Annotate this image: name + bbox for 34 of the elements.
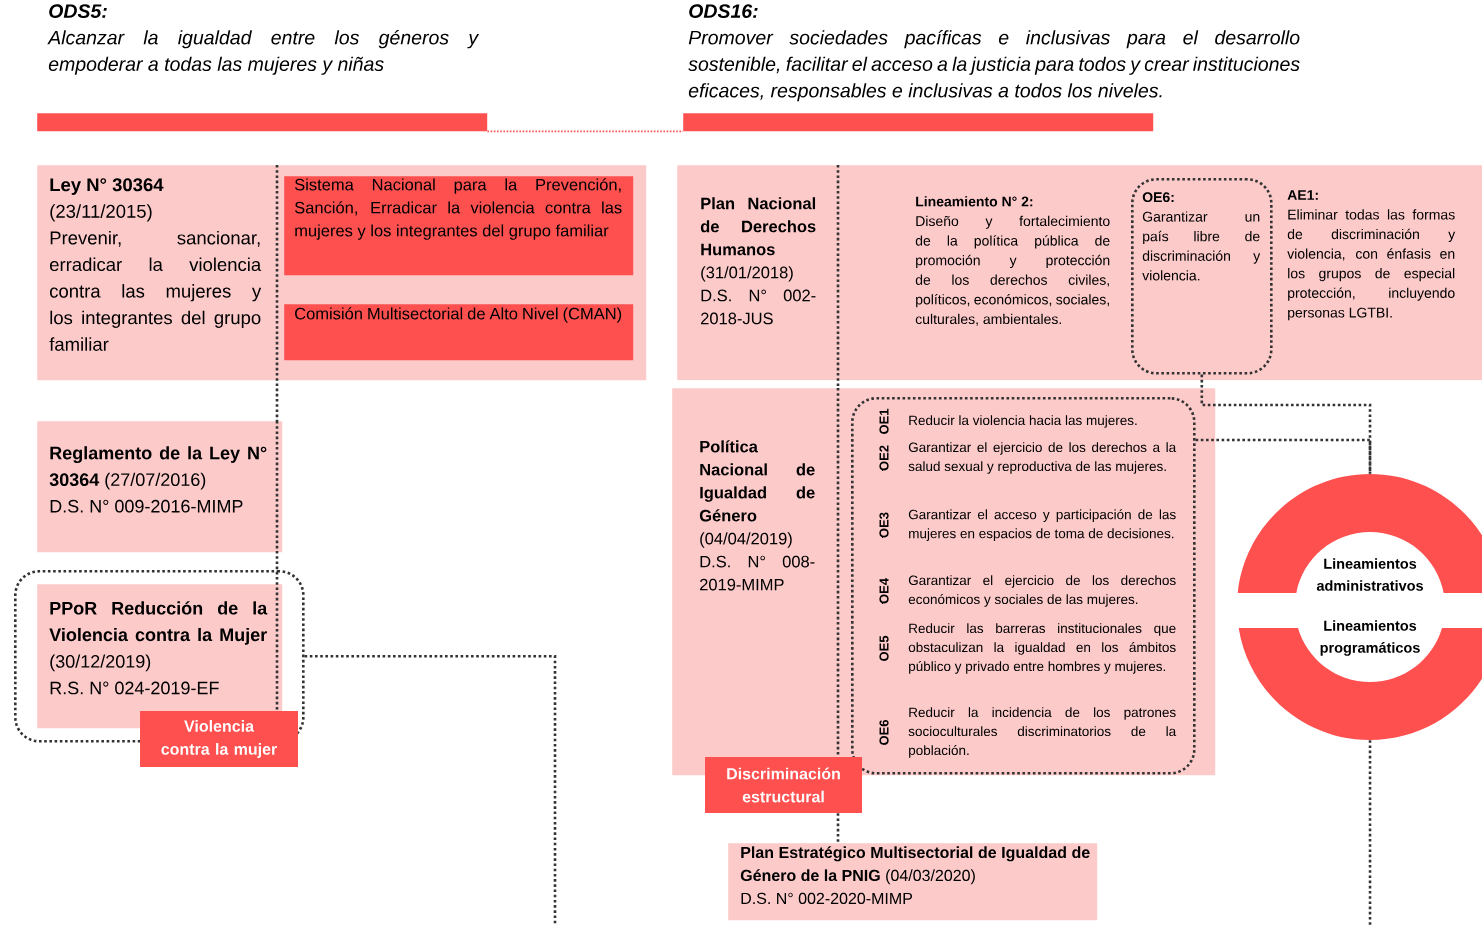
objective-frame: OE6: Garantizar un país libre de discriminación y violencia. xyxy=(1131,178,1273,375)
objective-text: Garantizar el acceso y participación de las mujeres en espacios de toma de decisiones. xyxy=(908,509,1176,541)
connector-line xyxy=(836,388,840,757)
document-box: Plan Estratégico Multisectorial de Igualdad de Género de la PNIG (04/03/2020) D.S. N° 002-2020-MIMP xyxy=(728,843,1098,921)
goal-text: ODS5: Alcanzar la igualdad entre los géneros y empoderar a todas las mujeres y niñas xyxy=(47,4,480,75)
institution-box: Comisión Multisectorial de Alto Nivel (CMAN) xyxy=(284,304,634,361)
document-box: Reglamento de la Ley N° 30364 (27/07/2016) D.S. N° 009-2016-MIMP xyxy=(37,421,283,553)
action-text: AE1: Eliminar todas las formas de discriminación y violencia, con énfasis en los grupos de especial protección, incluyendo personas LGTBI. xyxy=(1287,190,1456,321)
connector-line xyxy=(304,655,557,925)
objective-code: OE3 xyxy=(879,512,889,538)
tag-label: Discriminación estructural xyxy=(705,757,862,813)
institution-box: Sistema Nacional para la Prevención, Sanción, Erradicar la violencia contra las mujeres y los integrantes del grupo familiar xyxy=(284,176,634,276)
connector-line xyxy=(486,130,684,133)
tag-label: Violencia contra la mujer xyxy=(140,711,298,767)
connector-line xyxy=(275,421,279,711)
objective-text: Reducir la violencia hacia las mujeres. xyxy=(909,415,1137,428)
objective-code: OE4 xyxy=(879,578,889,604)
guideline-text: Lineamiento N° 2: Diseño y fortalecimiento de la política pública de promoción y protección de los derechos civiles, políticos, económicos, sociales, culturales, ambientales. xyxy=(915,196,1110,326)
objective-code: OE6 xyxy=(879,719,889,745)
ring-drawing: Lineamientos administrativos Lineamientos programáticos xyxy=(1237,474,1482,740)
objective-text: Reducir la incidencia de los patrones socioculturales discriminatorios de la población. xyxy=(908,707,1177,758)
goal-text: ODS16: Promover sociedades pacíficas e inclusivas para el desarrollo sostenible, facilitar el acceso a la justicia para todos y crear instituciones eficaces, responsables e inclusivas a todos los niveles. xyxy=(688,4,1300,102)
objective-text: Garantizar el ejercicio de los derechos económicos y sociales de las mujeres. xyxy=(908,575,1176,607)
objective-text: Garantizar el ejercicio de los derechos a la salud sexual y reproductiva de las mujeres. xyxy=(908,442,1177,474)
connector-line xyxy=(1368,740,1372,925)
connector-line xyxy=(275,165,279,421)
objective-text: Reducir las barreras institucionales que obstaculizan la igualdad en los ámbitos público y privado entre hombres y mujeres. xyxy=(908,623,1176,674)
objective-code: OE5 xyxy=(879,635,889,661)
connector-line xyxy=(1195,438,1372,474)
objective-code: OE1 xyxy=(879,408,889,434)
connector-line xyxy=(836,165,840,388)
connector-line xyxy=(836,813,840,843)
connector-line xyxy=(1200,374,1372,474)
objective-code: OE2 xyxy=(879,445,889,471)
